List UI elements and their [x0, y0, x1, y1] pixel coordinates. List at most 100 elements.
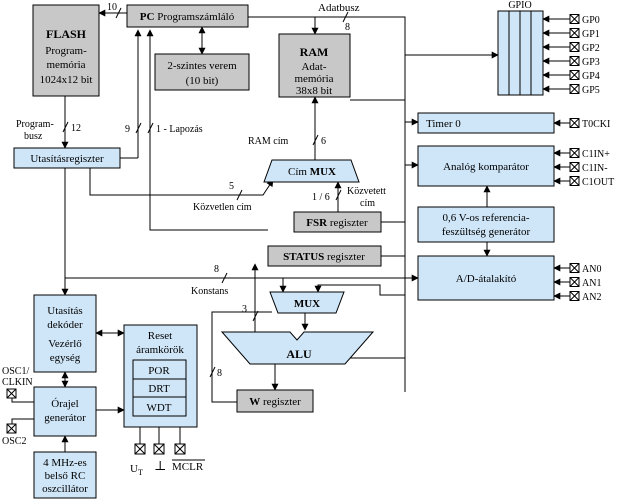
label-programbusz-1: Program- [16, 119, 54, 130]
pin-label-gp4: GP4 [582, 71, 600, 82]
flash-title: FLASH [46, 27, 87, 41]
label-lapozas: 1 - Lapozás [156, 124, 203, 135]
ram-line-2: memória [294, 73, 333, 85]
label-ramcim: RAM cím [248, 136, 289, 147]
pin-label-gp3: GP3 [582, 57, 600, 68]
ram-block: RAM Adat- memória 38x8 bit [278, 33, 351, 98]
flash-line-2: memória [46, 59, 85, 71]
pin-label-gp5: GP5 [582, 85, 600, 96]
ram-line-3: 38x8 bit [296, 85, 332, 97]
label-programbusz-2: busz [24, 131, 43, 142]
flash-line-1: Program- [45, 45, 87, 57]
label-bus3: 3 [242, 304, 247, 315]
fsr-label: FSR regiszter [306, 217, 368, 229]
pin-label-an2: AN2 [582, 292, 601, 303]
wire-labels: Adatbusz 8 10 Program- busz 12 9 1 - Lap… [16, 2, 386, 379]
decoder-line-4: egység [50, 352, 81, 364]
pin-label-t0cki: T0CKI [582, 119, 610, 130]
vref-line-2: feszültség generátor [442, 226, 531, 238]
decoder-line-1: Utasítás [47, 305, 82, 317]
label-kozvetett-cim-1: Közvetett [347, 186, 386, 197]
mux-block: MUX [269, 291, 345, 314]
status-register-block: STATUS regiszter [267, 245, 382, 267]
label-adatbusz: Adatbusz [318, 2, 360, 14]
w-register-label: W regiszter [249, 396, 301, 408]
pin-label-gp2: GP2 [582, 43, 600, 54]
label-ut: UT [130, 463, 143, 477]
flash-memory-block: FLASH Program- memória 1024x12 bit [32, 4, 100, 97]
alu-block: ALU [220, 331, 375, 365]
mux-label: MUX [294, 298, 320, 310]
stack-block: 2-szintes verem (10 bit) [154, 53, 250, 91]
adc-block: A/D-átalakító [417, 255, 555, 301]
reset-item-drt: DRT [148, 383, 170, 395]
label-ground: ⊥ [154, 458, 166, 473]
rc-oscillator-block: 4 MHz-es belső RC oszcillátor [33, 451, 97, 499]
label-bus6: 6 [321, 136, 326, 147]
fsr-register-block: FSR regiszter [293, 211, 382, 233]
comparator-label: Analóg komparátor [443, 161, 529, 173]
rc-line-1: 4 MHz-es [43, 457, 87, 469]
label-osc2: OSC2 [2, 436, 26, 447]
label-mclr: MCLR [172, 461, 204, 473]
wires [11, 7, 499, 452]
gpio-label: GPIO [508, 0, 531, 11]
comparator-block: Analóg komparátor [417, 145, 555, 187]
vref-block: 0,6 V-os referencia- feszültség generáto… [417, 206, 555, 243]
label-osc1-2: CLKIN [2, 377, 33, 388]
stack-line-1: 2-szintes verem [167, 60, 237, 72]
label-bus9: 9 [125, 124, 130, 135]
instruction-register-label: Utasításregiszter [30, 153, 104, 165]
status-label: STATUS regiszter [283, 251, 365, 263]
ram-line-1: Adat- [301, 61, 326, 73]
alu-label: ALU [286, 347, 312, 361]
pc-label: PC Programszámláló [140, 11, 235, 23]
pin-label-an0: AN0 [582, 264, 601, 275]
label-bus8-top: 8 [345, 22, 350, 33]
pin-label-c1in: C1IN- [582, 163, 608, 174]
reset-title-2: áramkörök [136, 344, 184, 356]
address-mux-label: Cím MUX [288, 166, 336, 178]
label-bus12: 12 [71, 123, 81, 134]
reset-item-por: POR [148, 365, 170, 377]
gpio-block: GPIO [497, 0, 544, 96]
decoder-block: Utasítás dekóder Vezérlő egység [33, 294, 97, 373]
timer0-label: Timer 0 [426, 118, 461, 130]
pin-label-c1in: C1IN+ [582, 149, 610, 160]
decoder-line-3: Vezérlő [48, 338, 82, 350]
pin-label-gp0: GP0 [582, 15, 600, 26]
program-counter-block: PC Programszámláló [126, 4, 249, 28]
reset-item-wdt: WDT [146, 402, 171, 414]
rc-line-2: belső RC [45, 470, 86, 482]
label-bus8-mid: 8 [214, 264, 219, 275]
instruction-register-block: Utasításregiszter [13, 147, 121, 169]
pins: OSC1/ CLKIN OSC2 UT ⊥ MCLR GP0GP1GP2GP3G… [2, 14, 614, 477]
label-konstans: Konstans [191, 286, 228, 297]
rc-line-3: oszcillátor [42, 483, 88, 495]
label-bus5: 5 [229, 181, 234, 192]
label-osc1-1: OSC1/ [2, 366, 29, 377]
label-kozvetlen-cim: Közvetlen cím [193, 202, 252, 213]
label-bus8-w: 8 [217, 368, 222, 379]
decoder-line-2: dekóder [47, 319, 83, 331]
stack-line-2: (10 bit) [186, 75, 219, 87]
ram-title: RAM [300, 45, 329, 59]
label-bus1-6: 1 / 6 [312, 192, 330, 203]
label-bus10: 10 [107, 2, 117, 13]
clock-generator-block: Órajel generátor [33, 386, 97, 437]
w-register-block: W regiszter [236, 389, 314, 413]
pin-label-c1out: C1OUT [582, 177, 614, 188]
vref-line-1: 0,6 V-os referencia- [442, 212, 529, 224]
reset-circuits-block: Reset áramkörök POR DRT WDT [123, 324, 198, 428]
timer0-block: Timer 0 [417, 112, 555, 134]
adc-label: A/D-átalakító [456, 273, 517, 285]
label-kozvetett-cim-2: cím [360, 198, 375, 209]
clockgen-line-2: generátor [44, 412, 86, 424]
flash-line-3: 1024x12 bit [40, 74, 93, 86]
clockgen-line-1: Órajel [51, 398, 78, 410]
address-mux-block: Cím MUX [263, 159, 360, 183]
reset-title-1: Reset [148, 330, 172, 342]
pin-label-an1: AN1 [582, 278, 601, 289]
pin-label-gp1: GP1 [582, 29, 600, 40]
